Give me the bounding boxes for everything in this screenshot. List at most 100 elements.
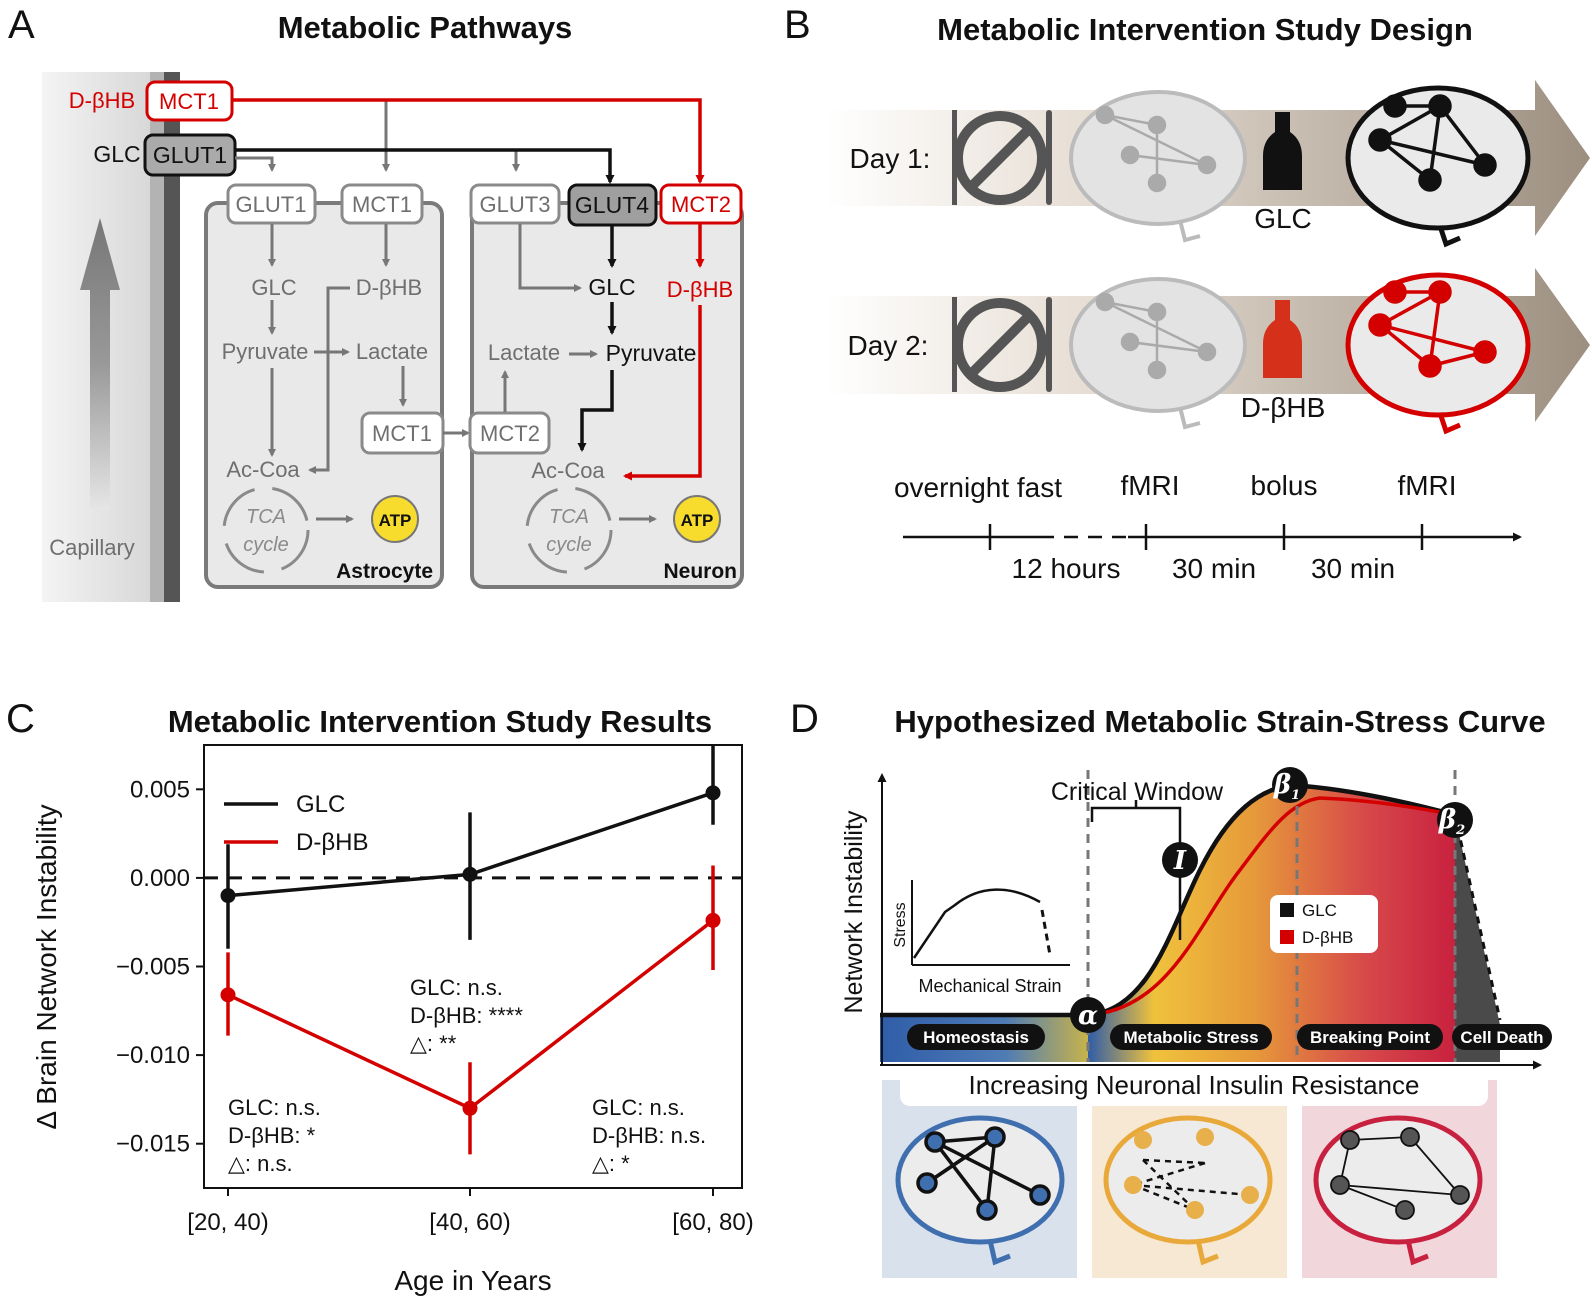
dbhb-bottle-icon <box>1263 300 1302 378</box>
annot-2-dbhb: D-βHB: **** <box>410 1003 523 1028</box>
brain-stressed <box>1103 1115 1273 1266</box>
panel-d: D Hypothesized Metabolic Strain-Stress C… <box>790 697 1552 1278</box>
brain-before-day2 <box>1069 277 1247 430</box>
zone-homeostasis: Homeostasis <box>923 1028 1029 1047</box>
brain-after-day1 <box>1345 85 1531 248</box>
banner-box <box>900 1066 1488 1106</box>
neuron-glut3-label: GLUT3 <box>480 192 551 217</box>
blood-flow-arrow <box>80 218 120 510</box>
astro-cycle: cycle <box>243 534 289 556</box>
alpha-label: α <box>1078 1001 1098 1031</box>
neuron-glut3-box <box>469 183 561 225</box>
d-legend-box <box>1270 895 1378 953</box>
dbhb-curve <box>1087 796 1456 1017</box>
neuron-mct2-label: MCT2 <box>671 192 731 217</box>
neuron-glc: GLC <box>588 274 635 300</box>
glc-bottle-icon <box>1263 112 1302 190</box>
astro-mct1-label: MCT1 <box>352 192 412 217</box>
x-tick-label: [40, 60) <box>429 1209 510 1236</box>
y-tick-label: −0.005 <box>116 954 190 981</box>
cap-glut1-label: GLUT1 <box>153 142 227 168</box>
neuron-mct2-in-label: MCT2 <box>480 421 540 446</box>
panel-b-title: Metabolic Intervention Study Design <box>937 12 1473 47</box>
astro-atp-circle <box>371 495 419 543</box>
y-tick-label: 0.005 <box>130 776 190 803</box>
glut1-to-glut3 <box>235 148 520 172</box>
astro-pyruvate: Pyruvate <box>222 339 309 364</box>
astro-mct1-out-label: MCT1 <box>372 421 432 446</box>
data-point <box>705 912 721 928</box>
annot-2-glc: GLC: n.s. <box>410 975 503 1000</box>
neuron-atp: ATP <box>681 511 714 530</box>
brain-after-day2 <box>1345 272 1531 435</box>
event-3: fMRI <box>1397 470 1456 501</box>
annot-2-delta: △: ** <box>410 1031 457 1056</box>
drink2-label: D-βHB <box>1241 392 1326 423</box>
astrocyte-label: Astrocyte <box>336 560 433 583</box>
alpha-marker <box>1070 997 1106 1033</box>
cell-death-line <box>1453 814 1502 1021</box>
annot-3-glc: GLC: n.s. <box>592 1095 685 1120</box>
annot-1-delta: △: n.s. <box>228 1151 293 1176</box>
capillary-label: Capillary <box>49 535 135 560</box>
neuron-dbhb: D-βHB <box>667 277 733 302</box>
legend-dbhb: D-βHB <box>296 829 368 856</box>
glc-curve <box>880 782 1456 1018</box>
cell-death-region <box>1455 815 1500 1062</box>
astro-accoa: Ac-Coa <box>226 457 300 482</box>
fast-icon-day2 <box>952 297 1052 392</box>
glut1-to-astro-glut1 <box>235 156 276 172</box>
beta1-marker <box>1272 767 1308 803</box>
neuron-mct2-box <box>659 183 743 225</box>
astro-atp: ATP <box>379 511 412 530</box>
day1-label: Day 1: <box>850 143 931 174</box>
series-layer <box>220 745 721 1155</box>
y-tick-label: −0.010 <box>116 1042 190 1069</box>
data-point <box>462 1100 478 1116</box>
event-2: bolus <box>1251 470 1318 501</box>
x-tick-label: [20, 40) <box>187 1209 268 1236</box>
capillary-wall-inner <box>164 72 180 602</box>
duration-1: 30 min <box>1172 553 1256 584</box>
neuron-lactate: Lactate <box>488 340 560 365</box>
brain-before-day1 <box>1069 90 1247 243</box>
neuron-cycle: cycle <box>546 534 592 556</box>
astro-glut1-label: GLUT1 <box>236 192 307 217</box>
cap-glc-label: GLC <box>93 141 140 167</box>
neuron-tca: TCA <box>549 506 589 528</box>
zone-stress-pill <box>1110 1024 1272 1050</box>
neuron-pyruvate: Pyruvate <box>606 340 697 366</box>
neuron-accoa: Ac-Coa <box>531 458 605 483</box>
panel-d-letter: D <box>790 697 819 741</box>
neuron-label: Neuron <box>664 560 738 583</box>
astro-mct1-box <box>340 183 424 225</box>
astro-glc: GLC <box>251 275 296 300</box>
neuron-glut4-label: GLUT4 <box>575 192 649 218</box>
brain-resistant <box>1313 1115 1483 1266</box>
neuron-arrow-6 <box>577 370 614 452</box>
astro-arrow-7 <box>308 286 350 474</box>
brain-healthy <box>895 1115 1065 1266</box>
beta1-label: β1 <box>1273 770 1300 803</box>
zone-death: Cell Death <box>1460 1028 1543 1047</box>
cap-dbhb-label: D-βHB <box>69 88 135 113</box>
fast-icon-day1 <box>952 110 1052 205</box>
zone-stress: Metabolic Stress <box>1123 1028 1258 1047</box>
duration-2: 30 min <box>1311 553 1395 584</box>
panel-a: A Metabolic Pathways Capillary D-βHB MCT… <box>8 3 744 602</box>
x-ticks: [20, 40)[40, 60)[60, 80) <box>187 1188 754 1236</box>
inset-xlabel: Mechanical Strain <box>918 976 1061 996</box>
annot-3-dbhb: D-βHB: n.s. <box>592 1123 706 1148</box>
banner-text: Increasing Neuronal Insulin Resistance <box>969 1070 1420 1100</box>
critical-window-label: Critical Window <box>1051 778 1224 806</box>
inflection-label: I <box>1173 846 1187 876</box>
y-tick-label: −0.015 <box>116 1131 190 1158</box>
day2-label: Day 2: <box>848 330 929 361</box>
neuron-glut4-box <box>567 183 658 227</box>
d-legend-dbhb: D-βHB <box>1302 928 1353 947</box>
d-y-axis-label: Network Instability <box>840 810 868 1013</box>
cap-glut1-box <box>143 133 237 177</box>
neuron-arrow-1 <box>518 224 582 292</box>
